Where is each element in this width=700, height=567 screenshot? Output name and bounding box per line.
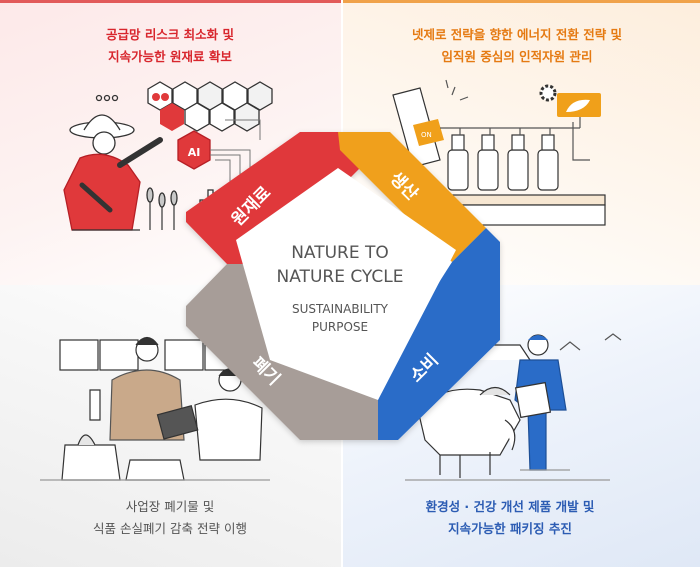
workers-sorting-illustration bbox=[40, 336, 270, 481]
hexagon-icon bbox=[147, 81, 273, 170]
tablet-icon bbox=[156, 405, 199, 440]
factory-illustration: ON bbox=[392, 79, 606, 226]
eco-leaf-sign-icon bbox=[557, 93, 601, 117]
raw-materials-caption-line1: 공급망 리스크 최소화 및 bbox=[105, 27, 235, 42]
farmer-ai-illustration bbox=[63, 81, 273, 231]
milk-carton-icon: ON bbox=[392, 87, 444, 168]
consumption-caption-line1: 환경성 · 건강 개선 제품 개발 및 bbox=[425, 499, 595, 514]
consumption-caption: 환경성 · 건강 개선 제품 개발 및 지속가능한 패키징 추진 bbox=[380, 496, 640, 540]
cycle-subtitle-line2: PURPOSE bbox=[312, 320, 368, 334]
raw-materials-caption: 공급망 리스크 최소화 및 지속가능한 원재료 확보 bbox=[60, 24, 280, 68]
disposal-caption-line1: 사업장 폐기물 및 bbox=[125, 499, 215, 514]
segment-raw-materials bbox=[186, 132, 368, 264]
cycle-title-line1: NATURE TO bbox=[291, 243, 389, 263]
disposal-caption: 사업장 폐기물 및 식품 손실폐기 감축 전략 이행 bbox=[40, 496, 300, 540]
cycle-title-line2: NATURE CYCLE bbox=[277, 267, 404, 287]
production-caption: 넷제로 전략을 향한 에너지 전환 전략 및 임직원 중심의 인적자원 관리 bbox=[367, 24, 667, 68]
bottle-row-icon bbox=[447, 134, 559, 191]
raw-materials-caption-line2: 지속가능한 원재료 확보 bbox=[108, 49, 232, 64]
feed-bag-icon bbox=[514, 381, 552, 419]
production-caption-line2: 임직원 중심의 인적자원 관리 bbox=[441, 49, 593, 64]
carton-brand-text: ON bbox=[421, 131, 432, 139]
cycle-subtitle-line1: SUSTAINABILITY bbox=[292, 302, 389, 316]
ai-badge-text: AI bbox=[188, 146, 201, 159]
production-caption-line1: 넷제로 전략을 향한 에너지 전환 전략 및 bbox=[411, 27, 623, 42]
gear-icon bbox=[539, 84, 557, 102]
consumption-caption-line2: 지속가능한 패키징 추진 bbox=[448, 521, 572, 536]
disposal-caption-line2: 식품 손실폐기 감축 전략 이행 bbox=[93, 521, 247, 536]
dairy-farm-illustration bbox=[405, 333, 622, 481]
cycle-core bbox=[236, 168, 456, 400]
segment-production bbox=[300, 132, 486, 262]
